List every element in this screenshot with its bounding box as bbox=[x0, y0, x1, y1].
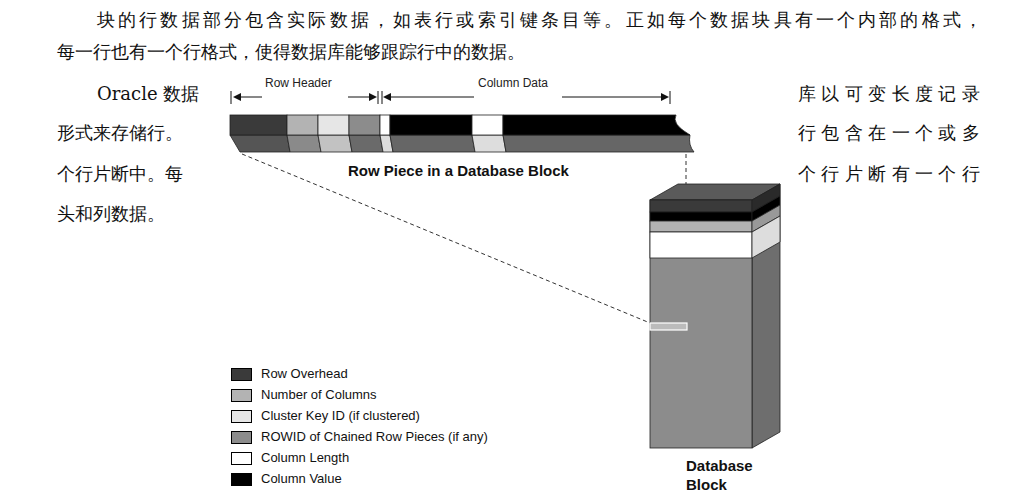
row-piece: Row Piece in a Database Block bbox=[230, 110, 700, 185]
legend-swatch bbox=[231, 368, 252, 381]
body-text: 每一行也有一个行格式，使得数据库能够跟踪行中的数据。 bbox=[57, 40, 525, 64]
bracket-label: Column Data bbox=[478, 76, 548, 90]
legend-text: Column Value bbox=[261, 471, 342, 486]
body-text: 块的行数据部分包含实际数据，如表行或索引键条目等。正如每个数据块具有一个内部的格… bbox=[97, 8, 985, 32]
legend-text: Cluster Key ID (if clustered) bbox=[261, 408, 420, 423]
legend-swatch bbox=[231, 473, 252, 486]
legend-text: Column Length bbox=[261, 450, 349, 465]
legend-swatch bbox=[231, 431, 252, 444]
caption-text: Row Piece in a Database Block bbox=[348, 162, 569, 179]
legend-text: Number of Columns bbox=[261, 387, 377, 402]
body-text: 个行片断有一个行 bbox=[798, 162, 985, 186]
body-text: 形式来存储行。 bbox=[57, 121, 183, 145]
body-text: 库以可变长度记录 bbox=[798, 82, 985, 106]
bracket-label: Row Header bbox=[265, 76, 332, 90]
legend-swatch bbox=[231, 452, 252, 465]
body-text: 个行片断中。每 bbox=[57, 162, 183, 186]
caption-text: Database Block bbox=[686, 456, 776, 494]
legend-text: ROWID of Chained Row Pieces (if any) bbox=[261, 429, 488, 444]
body-text: Oracle 数据 bbox=[97, 82, 199, 106]
body-text: 头和列数据。 bbox=[57, 202, 165, 226]
legend-swatch bbox=[231, 410, 252, 423]
legend-text: Row Overhead bbox=[261, 366, 348, 381]
legend-swatch bbox=[231, 389, 252, 402]
database-block: Database Block bbox=[650, 184, 785, 494]
body-text: 行包含在一个或多 bbox=[798, 121, 985, 145]
